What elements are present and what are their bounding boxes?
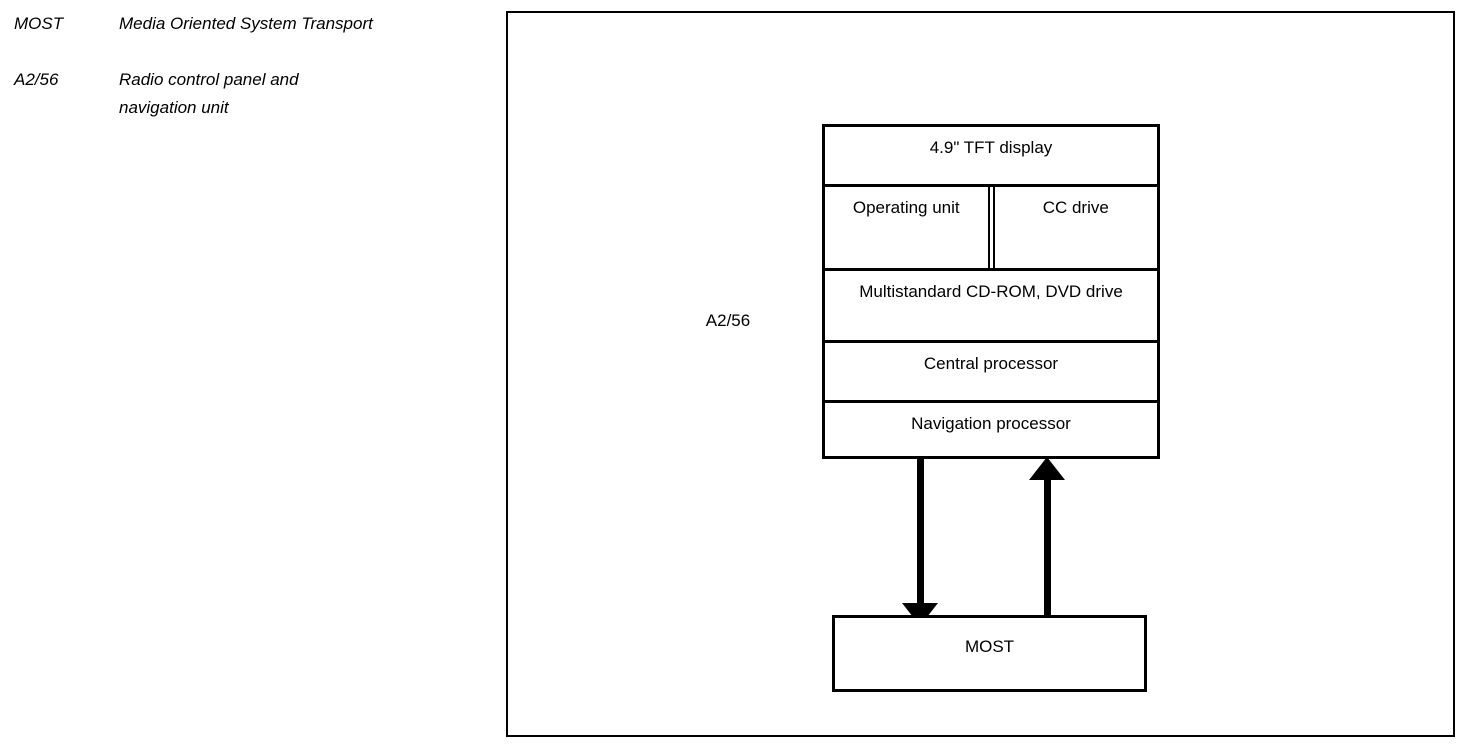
block-navigation-processor: Navigation processor bbox=[825, 403, 1157, 456]
head-unit-block: 4.9" TFT display Operating unit CC drive… bbox=[822, 124, 1160, 459]
block-cc-drive: CC drive bbox=[1042, 198, 1109, 217]
arrow-shaft bbox=[1044, 479, 1051, 626]
legend: MOST Media Oriented System Transport A2/… bbox=[14, 10, 484, 150]
block-optical-drive: Multistandard CD-ROM, DVD drive bbox=[825, 271, 1157, 343]
legend-desc-line: Media Oriented System Transport bbox=[119, 14, 373, 33]
legend-desc-line: navigation unit bbox=[119, 98, 229, 117]
block-tft-display: 4.9" TFT display bbox=[825, 127, 1157, 187]
legend-desc-most: Media Oriented System Transport bbox=[119, 10, 484, 38]
block-central-processor: Central processor bbox=[825, 343, 1157, 403]
arrow-shaft bbox=[917, 459, 924, 605]
block-operating-unit: Operating unit bbox=[852, 198, 960, 217]
diagram-frame: A2/56 4.9" TFT display Operating unit CC… bbox=[506, 11, 1455, 737]
legend-desc-line: Radio control panel and bbox=[119, 70, 299, 89]
block-most-bus: MOST bbox=[832, 615, 1147, 692]
legend-desc-a256: Radio control panel and navigation unit bbox=[119, 66, 484, 122]
legend-row-a256: A2/56 Radio control panel and navigation… bbox=[14, 66, 484, 122]
unit-caption-a256: A2/56 bbox=[705, 311, 751, 330]
block-divider bbox=[987, 187, 995, 268]
block-row-operating-cc: Operating unit CC drive bbox=[825, 187, 1157, 271]
legend-row-most: MOST Media Oriented System Transport bbox=[14, 10, 484, 38]
legend-term-a256: A2/56 bbox=[14, 70, 59, 89]
arrow-head-up-icon bbox=[1029, 457, 1065, 480]
legend-term-most: MOST bbox=[14, 14, 64, 33]
